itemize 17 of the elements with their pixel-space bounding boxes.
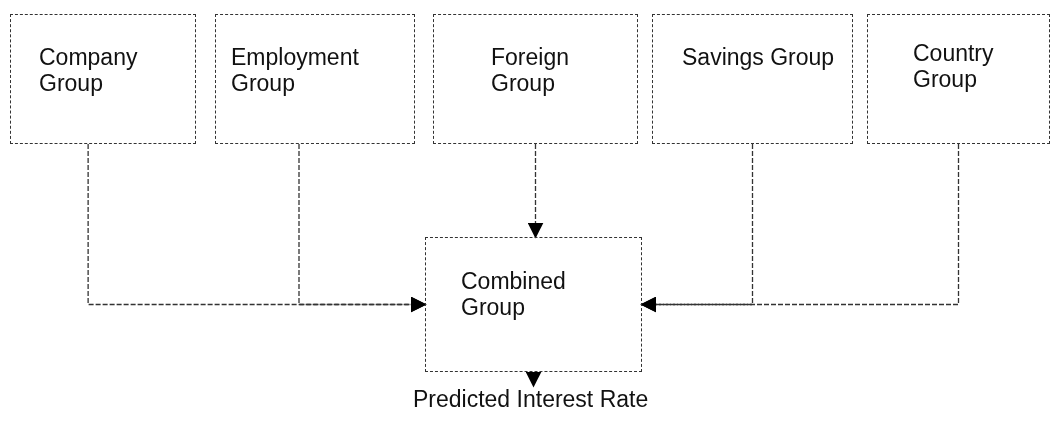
group-label: Company Group	[39, 44, 139, 96]
arrow	[525, 371, 542, 388]
group-box	[425, 237, 642, 372]
group-label: Combined Group	[461, 268, 567, 320]
group-box	[867, 14, 1050, 144]
group-box	[652, 14, 853, 144]
group-box	[10, 14, 196, 144]
group-label: Country Group	[913, 40, 995, 92]
group-box	[433, 14, 638, 144]
output-label: Predicted Interest Rate	[413, 386, 649, 412]
group-box	[215, 14, 415, 144]
arrow	[640, 143, 960, 313]
arrow	[527, 143, 544, 239]
group-label: Foreign Group	[491, 44, 570, 96]
group-label: Employment Group	[231, 44, 360, 96]
group-label: Savings Group	[682, 44, 836, 70]
arrow	[298, 143, 427, 313]
